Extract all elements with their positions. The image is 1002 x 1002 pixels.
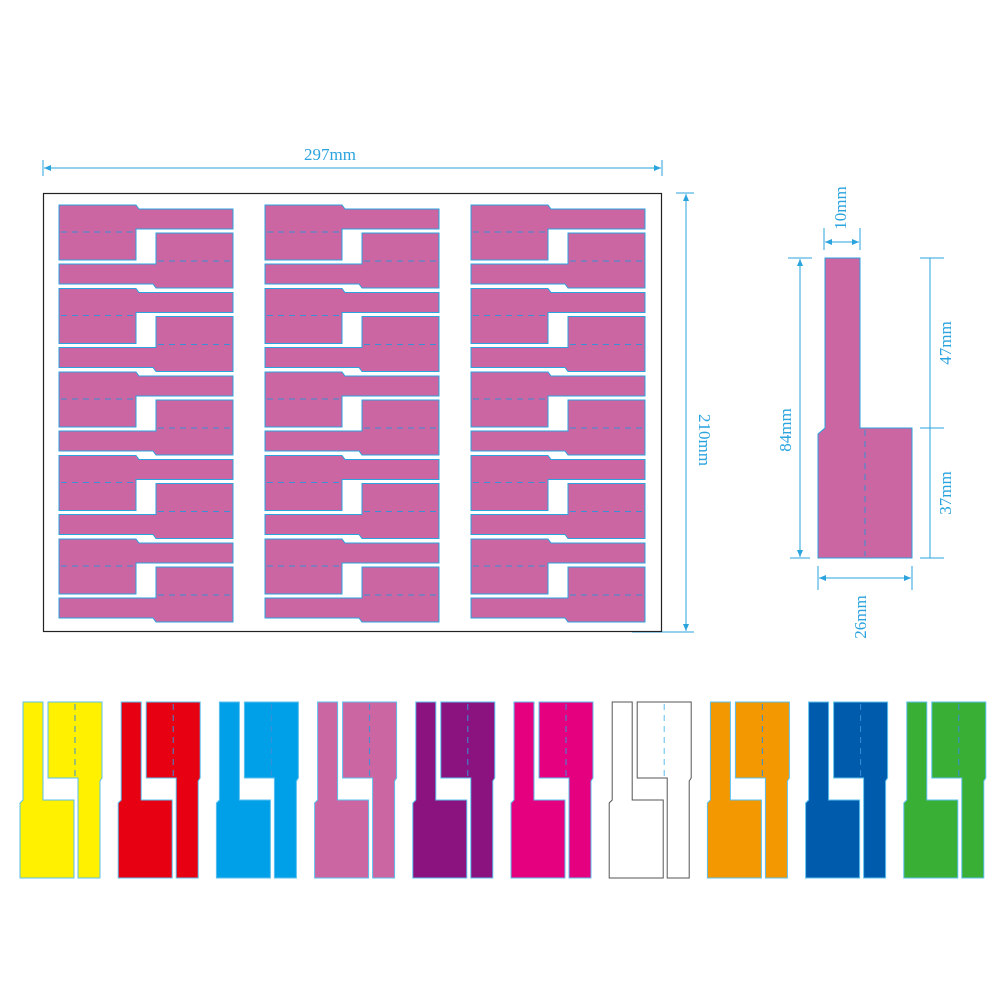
sheet-label xyxy=(470,204,646,261)
sheet-label-pair xyxy=(470,204,646,289)
sheet-height-label: 210mm xyxy=(695,414,714,466)
sheet-label-pair xyxy=(470,538,646,623)
sheet-label xyxy=(58,566,234,623)
swatch-label-left xyxy=(608,701,664,879)
swatch-label-left xyxy=(215,701,271,879)
sheet-width-label: 297mm xyxy=(304,145,356,164)
sheet-label-pair xyxy=(470,371,646,456)
sheet-label xyxy=(264,316,440,372)
swatch-label-right xyxy=(47,701,103,879)
sheet-label xyxy=(58,204,234,261)
body-width-label: 26mm xyxy=(851,595,870,638)
sheet-label xyxy=(470,399,646,456)
sheet-label xyxy=(470,483,646,539)
sheet-label xyxy=(58,455,234,511)
swatch-white xyxy=(608,701,692,879)
swatch-magenta xyxy=(510,701,594,879)
sheet-label xyxy=(58,538,234,595)
sheet-label xyxy=(58,371,234,428)
swatch-orange xyxy=(706,701,790,879)
sheet-label xyxy=(264,288,440,344)
sheet-label xyxy=(264,204,440,261)
sheet-label xyxy=(58,232,234,289)
sheet-label xyxy=(58,483,234,539)
swatch-label-left xyxy=(706,701,762,879)
body-length-label: 37mm xyxy=(936,471,955,514)
swatch-red xyxy=(117,701,201,879)
sheet-label xyxy=(58,399,234,456)
swatch-label-right xyxy=(145,701,201,879)
detail-label-shape xyxy=(817,257,913,559)
swatch-pink xyxy=(314,701,398,879)
label-detail: 10mm 84mm 47mm 37mm 26mm xyxy=(776,186,955,638)
tail-length-label: 47mm xyxy=(936,321,955,364)
sheet-height-dimension: 210mm xyxy=(632,192,714,633)
sheet-label xyxy=(470,232,646,289)
sheet-label xyxy=(264,538,440,595)
sheet-label-pair xyxy=(264,538,440,623)
swatch-label-left xyxy=(903,701,959,879)
sheet-label xyxy=(264,371,440,428)
sheet-label xyxy=(470,538,646,595)
sheet-label-pair xyxy=(58,204,234,289)
sheet-label-pair xyxy=(264,371,440,456)
swatch-green xyxy=(903,701,987,879)
tail-width-label: 10mm xyxy=(831,186,850,229)
sheet-label-pair xyxy=(58,288,234,372)
swatch-label-right xyxy=(538,701,594,879)
sheet-label xyxy=(58,288,234,344)
swatch-label-left xyxy=(510,701,566,879)
color-swatches xyxy=(19,701,987,879)
sheet-label xyxy=(264,232,440,289)
swatch-label-right xyxy=(833,701,889,879)
swatch-blue xyxy=(215,701,299,879)
swatch-label-left xyxy=(314,701,370,879)
swatch-purple xyxy=(412,701,496,879)
swatch-label-right xyxy=(734,701,790,879)
sheet-label xyxy=(470,371,646,428)
sheet-label-pair xyxy=(470,455,646,539)
sheet-label-pair xyxy=(264,204,440,289)
sheet-label xyxy=(470,455,646,511)
swatch-label-left xyxy=(117,701,173,879)
sheet-label-pair xyxy=(264,455,440,539)
swatch-label-left xyxy=(19,701,75,879)
swatch-yellow xyxy=(19,701,103,879)
sheet-label xyxy=(264,566,440,623)
swatch-label-left xyxy=(805,701,861,879)
sheet-label xyxy=(264,483,440,539)
total-length-label: 84mm xyxy=(776,408,795,451)
sheet-label xyxy=(470,316,646,372)
sheet-width-dimension: 297mm xyxy=(42,145,663,176)
sheet-label xyxy=(470,566,646,623)
swatch-label-right xyxy=(931,701,987,879)
sheet-label-pair xyxy=(264,288,440,372)
sheet-label xyxy=(264,399,440,456)
swatch-dark-blue xyxy=(805,701,889,879)
sheet-label-pair xyxy=(58,455,234,539)
swatch-label-right xyxy=(636,701,692,879)
swatch-label-right xyxy=(243,701,299,879)
swatch-label-left xyxy=(412,701,468,879)
swatch-label-right xyxy=(342,701,398,879)
sheet-label xyxy=(470,288,646,344)
sheet-label-pair xyxy=(470,288,646,372)
sheet-label-pair xyxy=(58,538,234,623)
sheet-labels xyxy=(58,204,646,623)
sheet-label-pair xyxy=(58,371,234,456)
sheet-label xyxy=(264,455,440,511)
sheet-label xyxy=(58,316,234,372)
swatch-label-right xyxy=(440,701,496,879)
